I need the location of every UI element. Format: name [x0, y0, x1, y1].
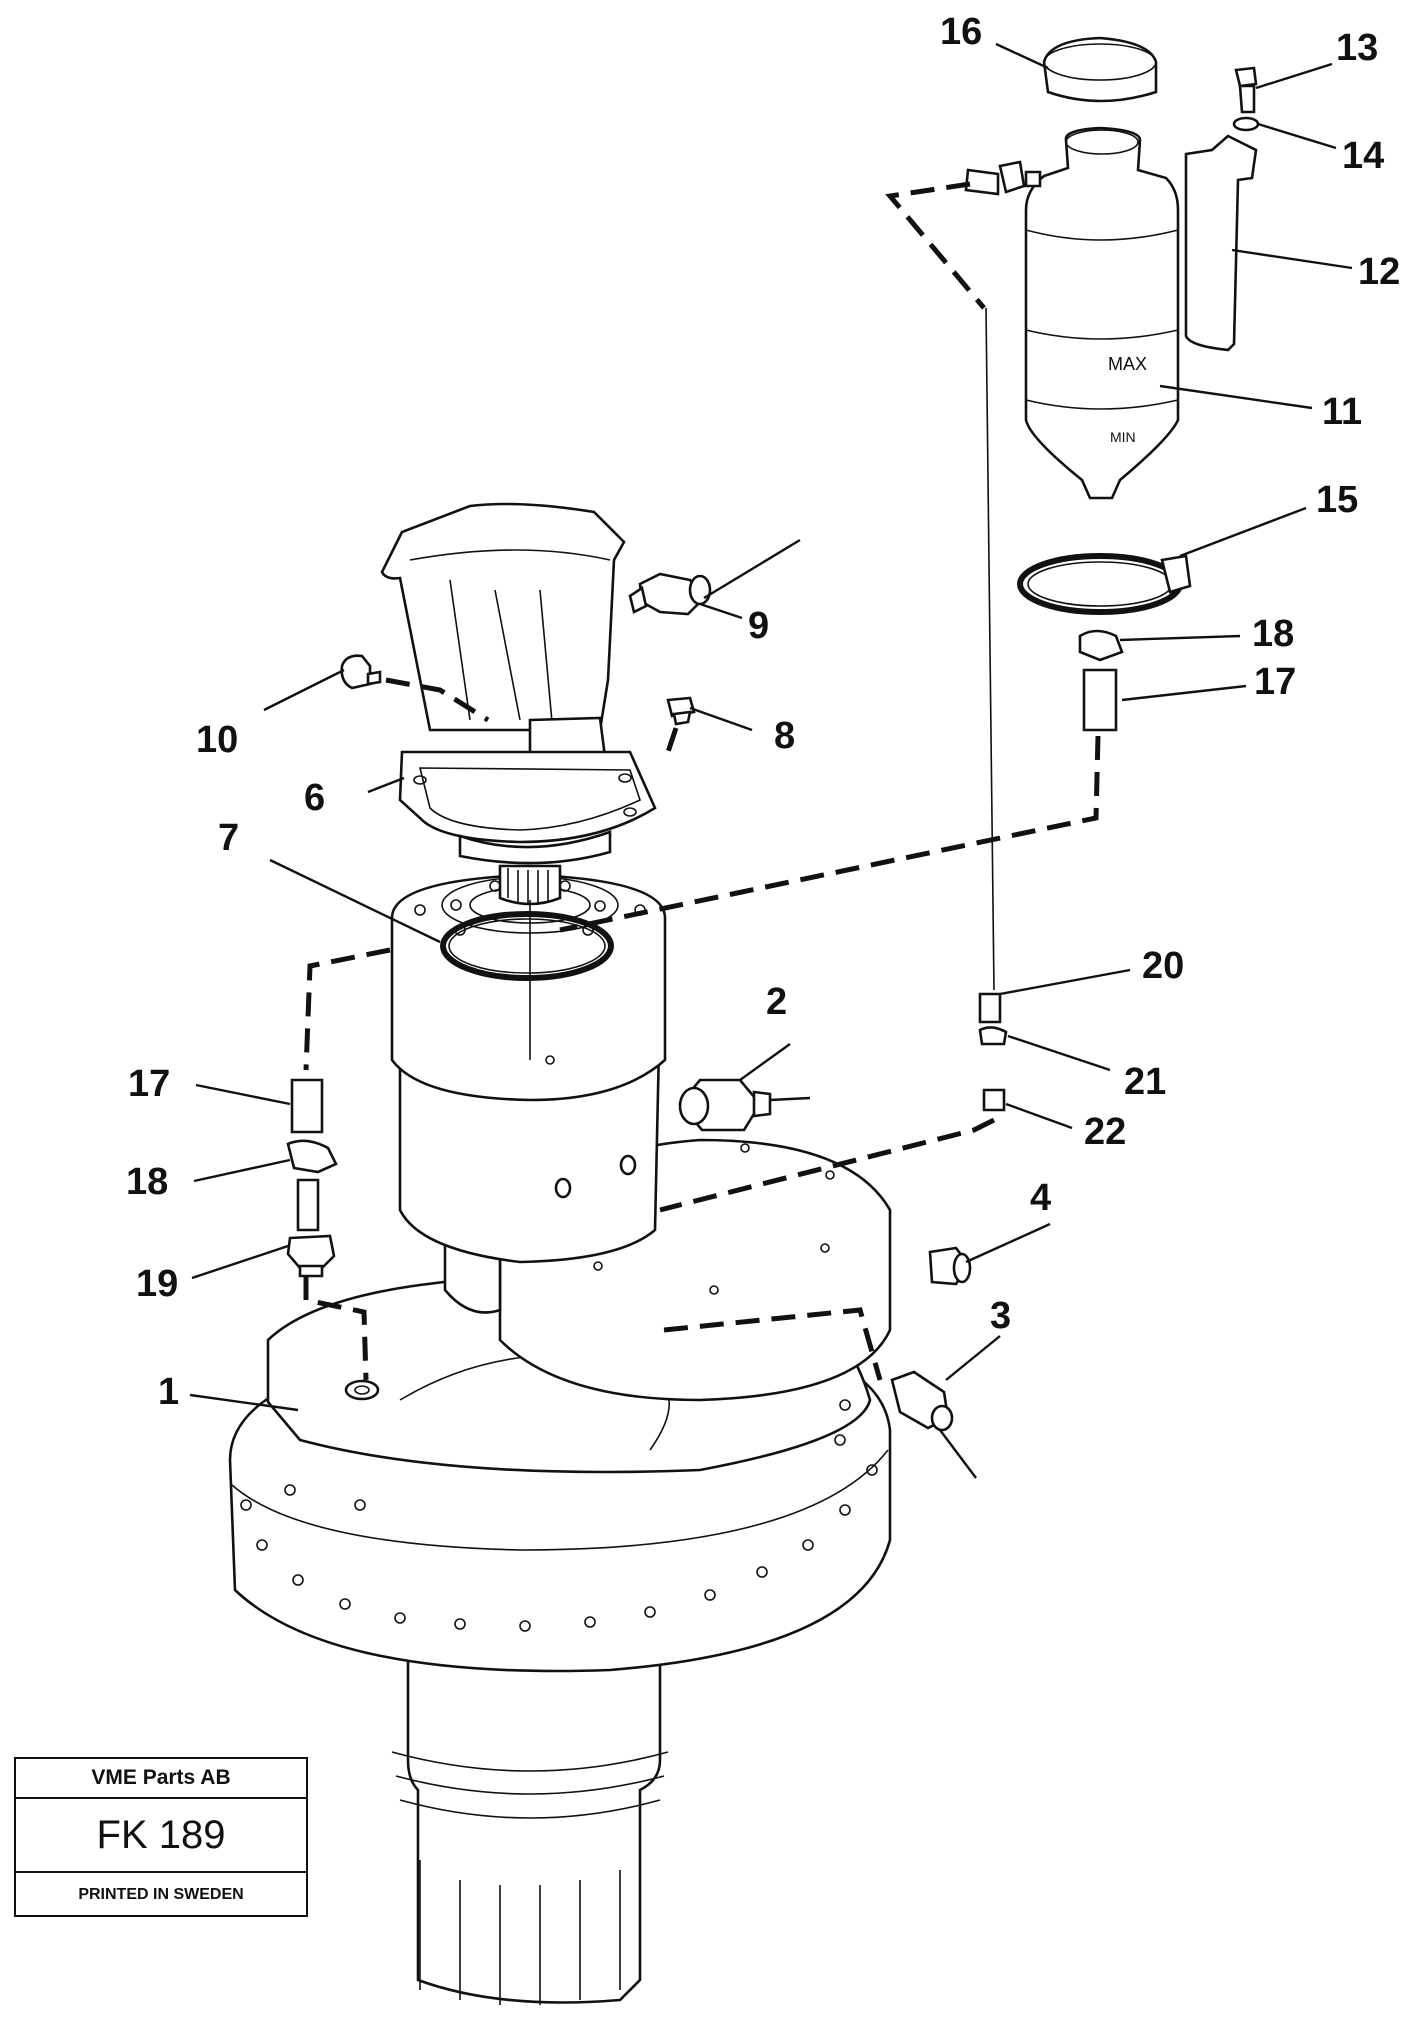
- label-19: 19: [136, 1263, 178, 1305]
- label-14: 14: [1342, 135, 1384, 177]
- label-6: 6: [304, 777, 325, 819]
- leader-lines: [189, 42, 1353, 1479]
- part-7-o-ring: [440, 911, 614, 981]
- label-20: 20: [1142, 945, 1184, 987]
- part-2-fitting: [678, 1078, 772, 1132]
- part-6-hydraulic-motor: [380, 502, 657, 906]
- part-8-screw: [666, 696, 696, 726]
- label-17-right: 17: [1254, 661, 1296, 703]
- part-16-cap: [1042, 36, 1158, 103]
- label-11: 11: [1322, 391, 1362, 433]
- label-21: 21: [1124, 1061, 1166, 1103]
- title-block: VME Parts AB FK 189 PRINTED IN SWEDEN: [14, 1757, 308, 1917]
- part-9-fitting: [628, 572, 712, 616]
- part-3-fitting: [890, 1370, 954, 1432]
- label-12: 12: [1358, 251, 1400, 293]
- part-15-clamp: [1017, 553, 1192, 615]
- label-9: 9: [748, 605, 769, 647]
- part-11-tank: [964, 126, 1180, 500]
- title-block-printed: PRINTED IN SWEDEN: [78, 1886, 244, 1903]
- title-block-company: VME Parts AB: [16, 1759, 306, 1799]
- label-17-left: 17: [128, 1063, 170, 1105]
- part-14-washer: [1232, 116, 1260, 132]
- part-4-fitting: [928, 1246, 972, 1286]
- label-16: 16: [940, 11, 982, 53]
- label-10: 10: [196, 719, 238, 761]
- part-10-plug: [340, 654, 382, 690]
- title-block-code: FK 189: [16, 1799, 306, 1873]
- label-1: 1: [158, 1371, 179, 1413]
- label-3: 3: [990, 1295, 1011, 1337]
- label-15: 15: [1316, 479, 1358, 521]
- label-7: 7: [218, 817, 239, 859]
- label-8: 8: [774, 715, 795, 757]
- tank-max-mark: MAX: [1108, 354, 1147, 374]
- label-4: 4: [1030, 1177, 1051, 1219]
- label-13: 13: [1336, 27, 1378, 69]
- tank-min-mark: MIN: [1110, 429, 1136, 445]
- part-13-screw: [1234, 66, 1258, 114]
- label-2: 2: [766, 981, 787, 1023]
- label-22: 22: [1084, 1111, 1126, 1153]
- right-hose-assembly: [978, 629, 1124, 1112]
- left-hose-assembly: [286, 1078, 338, 1278]
- hose-lines: [303, 181, 1101, 1381]
- part-labels: 1 2 3 4 6 7 8 9 10 11 12 13 14 15 16 17 …: [126, 11, 1400, 1413]
- label-18-right: 18: [1252, 613, 1294, 655]
- part-12-bracket: [1184, 134, 1258, 352]
- label-18-left: 18: [126, 1161, 168, 1203]
